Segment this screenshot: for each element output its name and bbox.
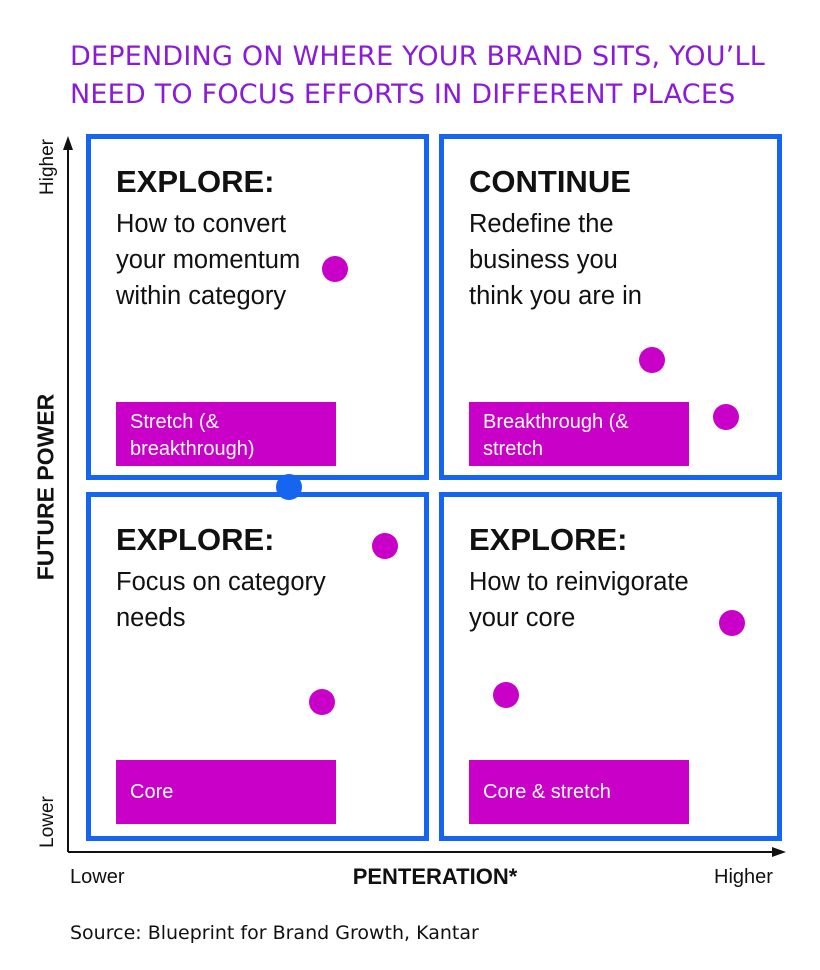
source-note: Source: Blueprint for Brand Growth, Kant… — [70, 922, 479, 944]
quadrant-body: Focus on category needs — [116, 564, 326, 636]
headline-line-1: DEPENDING ON WHERE YOUR BRAND SITS, YOU’… — [70, 41, 765, 72]
brand-dot — [493, 682, 519, 708]
quadrant-body-line: needs — [116, 604, 186, 632]
quadrant-body-line: think you are in — [469, 282, 642, 310]
quadrant-body: Redefine the business you think you are … — [469, 206, 642, 314]
quadrant-body: How to reinvigorate your core — [469, 564, 689, 636]
quadrant-body-line: How to reinvigorate — [469, 568, 689, 596]
x-axis-arrow-icon — [772, 847, 786, 857]
quadrant-title: EXPLORE: — [116, 522, 275, 557]
quadrant-tag: Breakthrough (& stretch — [469, 402, 689, 466]
quadrant-body-line: How to convert — [116, 210, 287, 238]
headline: DEPENDING ON WHERE YOUR BRAND SITS, YOU’… — [70, 38, 800, 114]
quadrant-bottom-left: EXPLORE: Focus on category needs Core — [86, 492, 429, 841]
quadrant-tag: Core & stretch — [469, 760, 689, 824]
brand-dot — [309, 689, 335, 715]
y-axis-low-label: Lower — [37, 796, 58, 848]
x-axis-high-label: Higher — [714, 866, 773, 888]
brand-dot — [713, 404, 739, 430]
quadrant-bottom-right: EXPLORE: How to reinvigorate your core C… — [439, 492, 782, 841]
brand-dot — [322, 256, 348, 282]
quadrant-body-line: your momentum — [116, 246, 301, 274]
quadrant-tag-line: Stretch (& — [130, 411, 219, 433]
quadrant-title: EXPLORE: — [469, 522, 628, 557]
quadrant-tag-line: Core & stretch — [483, 780, 611, 803]
brand-dot — [372, 533, 398, 559]
brand-dot — [639, 347, 665, 373]
y-axis-title: FUTURE POWER — [32, 393, 59, 581]
quadrant-body-line: within category — [116, 282, 287, 310]
quadrant-body: How to convert your momentum within cate… — [116, 206, 300, 314]
quadrant-tag: Stretch (& breakthrough) — [116, 402, 336, 466]
quadrant-body-line: your core — [469, 604, 576, 632]
quadrant-body-line: Redefine the — [469, 210, 614, 238]
y-axis-high-label: Higher — [37, 139, 58, 195]
headline-line-2: NEED TO FOCUS EFFORTS IN DIFFERENT PLACE… — [70, 79, 736, 110]
quadrant-top-left: EXPLORE: How to convert your momentum wi… — [86, 134, 429, 480]
quadrant-title: EXPLORE: — [116, 164, 275, 199]
quadrant-body-line: business you — [469, 246, 618, 274]
quadrant-tag: Core — [116, 760, 336, 824]
quadrant-tag-line: breakthrough) — [130, 438, 255, 460]
quadrant-tag-line: Core — [130, 780, 174, 803]
y-axis-arrow-icon — [63, 136, 73, 150]
quadrant-body-line: Focus on category — [116, 568, 326, 596]
brand-dot — [719, 610, 745, 636]
quadrant-title: CONTINUE — [469, 164, 631, 199]
brand-dot-highlight — [276, 474, 302, 500]
quadrant-tag-line: Breakthrough (& — [483, 411, 629, 433]
x-axis-title: PENTERATION* — [352, 864, 518, 889]
quadrant-tag-line: stretch — [483, 438, 544, 460]
x-axis-low-label: Lower — [70, 866, 125, 888]
